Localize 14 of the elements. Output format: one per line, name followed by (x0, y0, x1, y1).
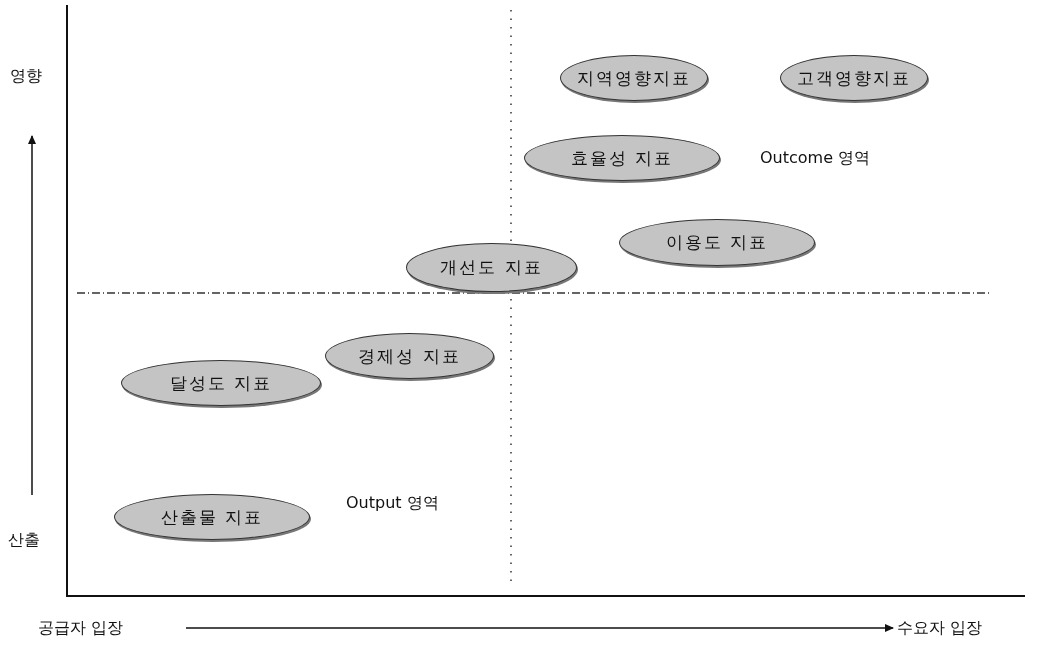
axis-label: 공급자 입장 (38, 618, 124, 639)
axis-label: 영향 (10, 66, 42, 87)
indicator-label: 효율성 지표 (570, 146, 674, 170)
indicator-label: 이용도 지표 (665, 231, 769, 254)
indicator-label: 고객영향지표 (797, 66, 911, 90)
indicator-label: 산출물 지표 (160, 505, 264, 529)
axis-label: 수요자 입장 (897, 618, 983, 639)
indicator-label: 경제성 지표 (358, 344, 461, 368)
axis-label: 산출 (8, 530, 40, 551)
region-label: Output 영역 (346, 493, 439, 514)
indicator-label: 개선도 지표 (440, 256, 543, 279)
region-label: Outcome 영역 (760, 148, 871, 169)
indicator-label: 달성도 지표 (169, 371, 273, 395)
indicator-label: 지역영향지표 (577, 66, 691, 90)
